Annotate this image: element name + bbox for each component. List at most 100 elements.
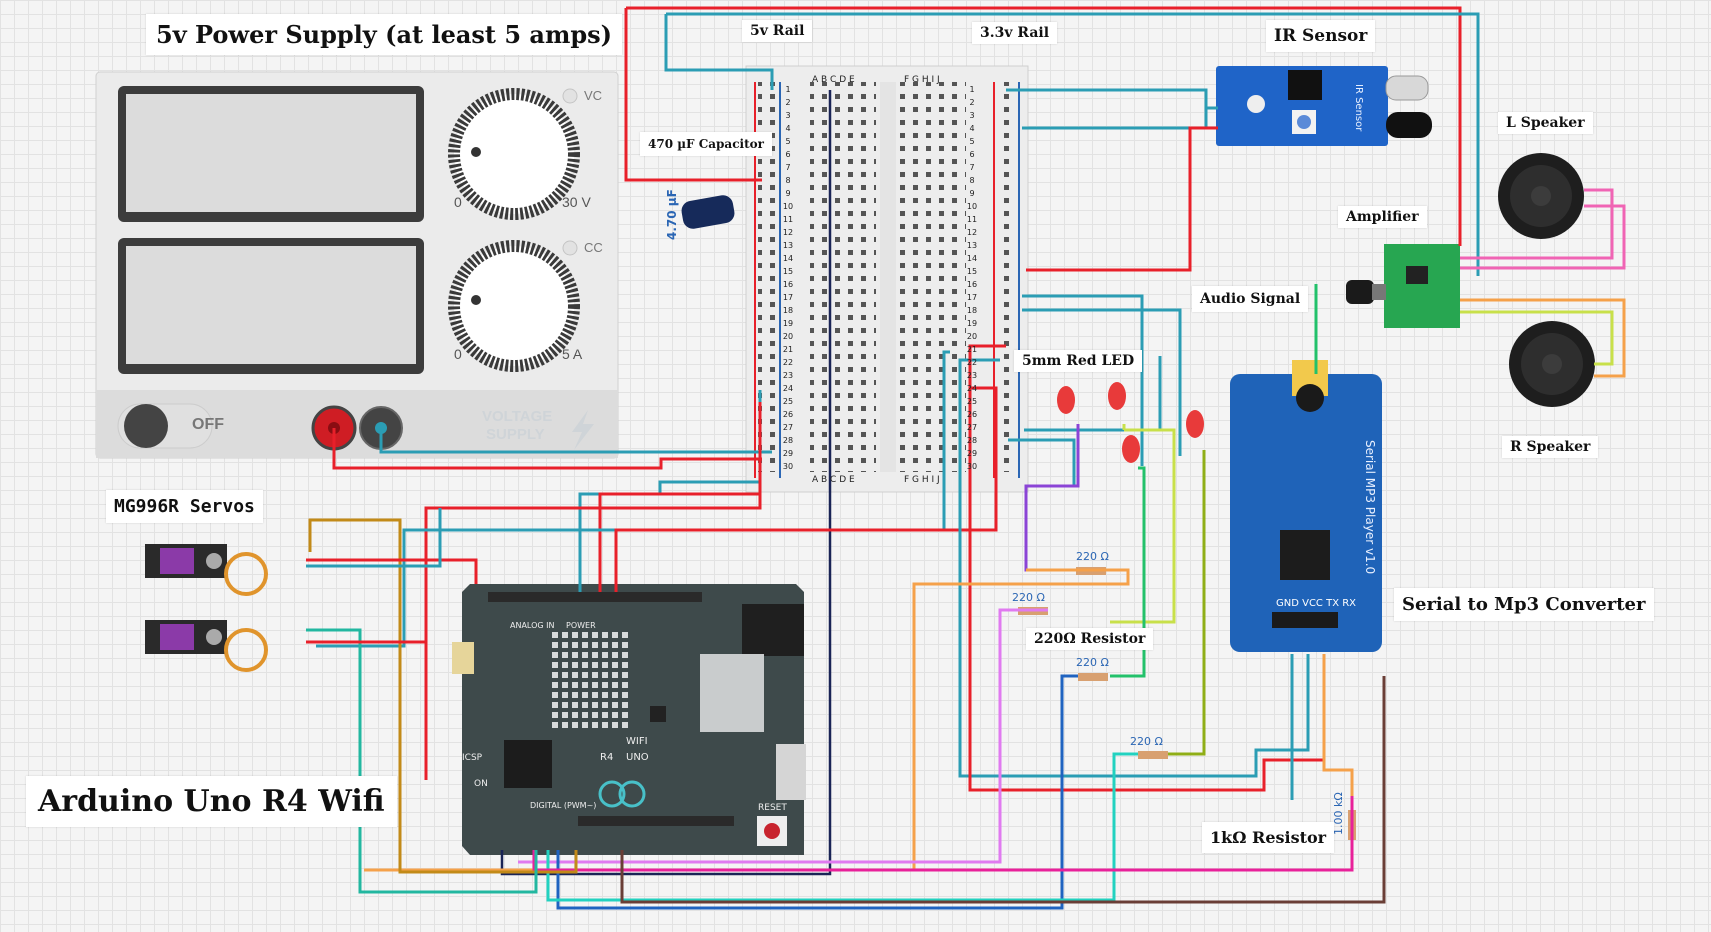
ard-uno: UNO [626,752,649,763]
breadboard-row-number: 17 [967,293,977,302]
breadboard-row-number: 21 [783,345,793,354]
label-arduino: Arduino Uno R4 Wifi [26,776,397,827]
ard-analog: ANALOG IN [510,621,555,630]
breadboard-row-number: 23 [967,371,977,380]
switch-label[interactable]: OFF [192,416,224,433]
breadboard-row-number: 15 [783,267,793,276]
breadboard-row-number: 13 [967,241,977,250]
amplifier-module [1346,244,1460,328]
label-amplifier: Amplifier [1338,206,1427,228]
breadboard-row-number: 2 [969,98,974,107]
breadboard-row-number: 14 [783,254,793,263]
breadboard-row-number: 11 [967,215,977,224]
capacitor-value: 4.70 µF [665,189,679,240]
breadboard-row-number: 22 [967,358,977,367]
label-ir-sensor: IR Sensor [1266,20,1376,52]
breadboard-row-number: 20 [783,332,793,341]
mp3-pins: GND VCC TX RX [1276,598,1356,609]
arduino-board [452,584,806,855]
breadboard-row-number: 6 [785,150,790,159]
breadboard-row-number: 13 [783,241,793,250]
breadboard-row-number: 3 [785,111,790,120]
breadboard-row-numbers-right: 1234567891011121314151617181920212223242… [967,85,977,471]
ir-sensor-module [1216,66,1432,146]
breadboard-row-number: 23 [783,371,793,380]
breadboard-row-number: 1 [785,85,790,94]
lightning-icon [572,410,594,450]
breadboard-row-number: 30 [967,462,977,471]
breadboard-row-number: 27 [967,423,977,432]
breadboard-row-number: 4 [969,124,974,133]
breadboard-row-numbers-left: 1234567891011121314151617181920212223242… [783,85,793,471]
breadboard-row-number: 18 [967,306,977,315]
label-3v3-rail: 3.3v Rail [972,22,1058,44]
breadboard-row-number: 14 [967,254,977,263]
dial2-mode-label: CC [584,240,603,255]
label-l-speaker: L Speaker [1498,112,1593,134]
vc-indicator-icon [562,88,578,104]
power-supply [95,71,619,459]
r4-value: 220 Ω [1130,735,1163,748]
breadboard-row-number: 4 [785,124,790,133]
brand-line2: SUPPLY [486,426,545,443]
breadboard-row-number: 25 [783,397,793,406]
breadboard-row-number: 5 [785,137,790,146]
breadboard-row-number: 10 [967,202,977,211]
breadboard-row-number: 19 [967,319,977,328]
bb-cols-right-top: F G H I J [904,75,940,85]
label-1k-resistor: 1kΩ Resistor [1202,822,1335,853]
dial1-mode-label: VC [584,88,603,103]
breadboard-row-number: 9 [785,189,790,198]
breadboard-row-number: 30 [783,462,793,471]
breadboard-row-number: 1 [969,85,974,94]
label-220-resistor: 220Ω Resistor [1026,628,1154,650]
breadboard-row-number: 17 [783,293,793,302]
breadboard-row-number: 16 [783,280,793,289]
breadboard-row-number: 27 [783,423,793,432]
breadboard-row-number: 3 [969,111,974,120]
breadboard-row-number: 11 [783,215,793,224]
breadboard-row-number: 18 [783,306,793,315]
breadboard-row-number: 12 [783,228,793,237]
ir-side-text: IR Sensor [1353,84,1364,132]
breadboard-row-number: 21 [967,345,977,354]
breadboard [745,65,1029,493]
breadboard-row-number: 9 [969,189,974,198]
r1-value: 220 Ω [1076,550,1109,563]
servos [145,544,268,672]
label-red-led: 5mm Red LED [1014,350,1143,372]
dial1-max-label: 30 V [562,194,591,210]
r5-value: 1.00 kΩ [1332,792,1345,835]
mp3-title: Serial MP3 Player v1.0 [1363,440,1377,574]
breadboard-row-number: 2 [785,98,790,107]
speakers [1498,153,1595,407]
arduino-logo-icon [598,780,626,808]
breadboard-row-number: 24 [783,384,793,393]
r2-value: 220 Ω [1012,591,1045,604]
label-r-speaker: R Speaker [1502,436,1599,458]
bb-cols-right-bottom: F G H I J [904,475,940,485]
dial2-min-label: 0 [454,346,462,362]
label-audio-signal: Audio Signal [1192,286,1309,312]
breadboard-row-number: 16 [967,280,977,289]
dial1-min-label: 0 [454,194,462,210]
breadboard-row-number: 8 [969,176,974,185]
wires [306,6,1626,910]
breadboard-row-number: 28 [783,436,793,445]
ard-power: POWER [566,621,596,630]
breadboard-row-number: 26 [967,410,977,419]
ard-on: ON [474,779,488,789]
ard-icsp: ICSP [462,753,483,763]
breadboard-row-number: 8 [785,176,790,185]
label-power-supply: 5v Power Supply (at least 5 amps) [146,14,622,55]
bb-cols-left-top: A B C D E [812,75,855,85]
breadboard-row-number: 28 [967,436,977,445]
label-servos: MG996R Servos [106,490,263,523]
ard-wifi: WIFI [626,736,648,747]
breadboard-row-number: 7 [969,163,974,172]
bb-cols-left-bottom: A B C D E [812,475,855,485]
cc-indicator-icon [562,240,578,256]
r3-value: 220 Ω [1076,656,1109,669]
breadboard-row-number: 5 [969,137,974,146]
